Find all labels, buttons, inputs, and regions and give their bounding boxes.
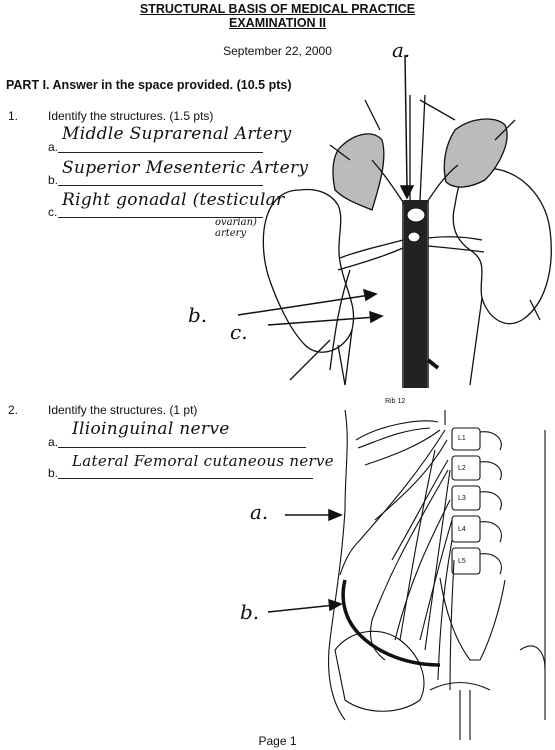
q2b-label: b. [48, 466, 59, 480]
exam-title-line2: EXAMINATION II [229, 16, 326, 30]
exam-date: September 22, 2000 [223, 44, 332, 58]
q1c-answer: Right gonadal (testicular [62, 190, 285, 210]
exam-title-line1: STRUCTURAL BASIS OF MEDICAL PRACTICE [139, 2, 416, 16]
fig2-l4: L4 [458, 526, 466, 533]
q2a-label: a. [48, 435, 59, 449]
fig2-l3: L3 [458, 495, 466, 502]
q1b-answer: Superior Mesenteric Artery [62, 158, 309, 178]
q1-prompt: Identify the structures. (1.5 pts) [48, 109, 214, 123]
q1a-label: a. [48, 140, 59, 154]
q1a-answer: Middle Suprarenal Artery [62, 124, 292, 144]
fig2-l2: L2 [458, 465, 466, 472]
q1-number: 1. [8, 109, 19, 123]
q1a-answer-line [58, 152, 263, 153]
q1c-label: c. [48, 205, 58, 219]
q2b-answer: Lateral Femoral cutaneous nerve [72, 452, 334, 470]
q2a-answer-line [58, 447, 306, 448]
fig2-l5: L5 [458, 558, 466, 565]
page-number: Page 1 [258, 734, 297, 748]
part1-heading: PART I. Answer in the space provided. (1… [6, 78, 292, 92]
q1b-answer-line [58, 185, 263, 186]
fig2-label-a: a. [250, 500, 269, 524]
fig2-label-b: b. [240, 600, 260, 624]
fig1-label-b: b. [188, 303, 208, 327]
fig1-label-c: c. [230, 320, 248, 344]
q1b-label: b. [48, 173, 59, 187]
q1c-answer-line [58, 217, 263, 218]
q2a-answer: Ilioinguinal nerve [72, 419, 230, 439]
q1c-answer-note: ovarian) artery [215, 217, 257, 239]
q2-prompt: Identify the structures. (1 pt) [48, 403, 198, 417]
fig2-rib-label: Rib 12 [385, 398, 406, 405]
q2-number: 2. [8, 403, 19, 417]
fig1-label-a: a. [392, 38, 411, 62]
fig2-l1: L1 [458, 435, 466, 442]
q2b-answer-line [58, 478, 313, 479]
